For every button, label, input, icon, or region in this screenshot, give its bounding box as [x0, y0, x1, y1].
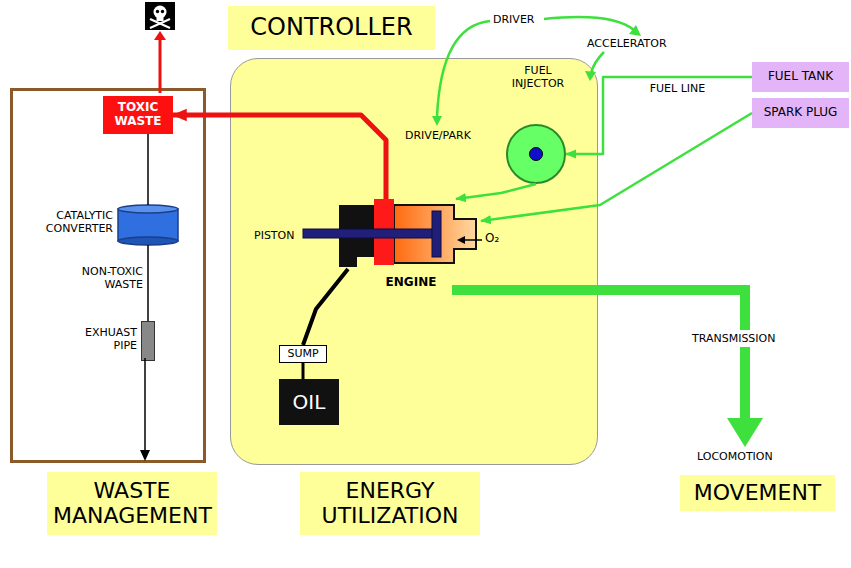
converter-shape	[118, 205, 178, 245]
text-label: TRANSMISSION	[690, 330, 777, 347]
section-label: WASTE MANAGEMENT	[47, 472, 217, 535]
section-label: MOVEMENT	[680, 475, 835, 511]
sump-box: SUMP	[279, 345, 327, 363]
oxygen-arrow-head	[457, 236, 465, 244]
injector-nozzle	[529, 147, 543, 161]
oil-box: OIL	[279, 379, 339, 425]
toxic-waste-box: TOXIC WASTE	[103, 96, 173, 134]
connector	[147, 245, 149, 321]
text-label: LOCOMOTION	[697, 450, 773, 463]
text-label: PISTON	[254, 229, 294, 242]
piston-rod	[303, 229, 435, 238]
toxic-release-arrow	[154, 31, 166, 93]
engine-tab	[339, 255, 357, 267]
skull-jaw	[157, 16, 164, 21]
energy-region: DRIVE/PARK FUEL INJECTOR ENGINE SUMP OIL	[230, 58, 598, 465]
node-label: OIL	[293, 391, 326, 414]
node-label: WASTE MANAGEMENT	[53, 478, 211, 529]
arrow-head	[727, 418, 763, 447]
engine-drawing	[336, 199, 481, 269]
node-label: CONTROLLER	[250, 14, 412, 42]
node-label: TOXIC WASTE	[107, 101, 169, 129]
node-label: MOVEMENT	[694, 480, 822, 505]
arrow-head	[140, 450, 150, 461]
section-label: ENERGY UTILIZATION	[300, 472, 480, 535]
arrow-head	[154, 31, 166, 40]
converter-body	[118, 209, 178, 241]
node-label: ENERGY UTILIZATION	[306, 478, 474, 529]
arrow-head	[629, 25, 641, 36]
converter-end	[118, 237, 178, 245]
text-label: O₂	[485, 231, 499, 245]
exhaust-pipe: EXHUAST PIPE	[141, 321, 155, 361]
node-label: FUEL TANK	[768, 70, 833, 84]
skull-eye	[161, 10, 164, 13]
node-label: SUMP	[287, 348, 318, 361]
exhaust-outlet-arrow	[140, 358, 150, 461]
fuel-tank-box: FUEL TANK	[752, 62, 849, 92]
text-label: DRIVER	[493, 13, 534, 26]
connector	[302, 363, 305, 379]
engine: ENGINE	[336, 199, 481, 269]
node-label: EXHUAST PIPE	[74, 326, 137, 352]
skull-eye	[156, 10, 159, 13]
oxygen-arrow	[464, 239, 482, 241]
node-label: SPARK PLUG	[764, 106, 838, 120]
connector-label: FUEL LINE	[650, 82, 706, 95]
skull-icon	[145, 2, 175, 30]
skull-flag	[145, 2, 175, 30]
node-label: DRIVE/PARK	[405, 129, 495, 142]
fuel-injector: FUEL INJECTOR	[506, 124, 566, 184]
node-label: ENGINE	[369, 275, 453, 289]
spark-plug-box: SPARK PLUG	[752, 98, 849, 128]
node-label: NON-TOXIC WASTE	[65, 265, 143, 291]
connector	[147, 134, 149, 205]
arrow-line	[544, 17, 634, 30]
node-label: FUEL INJECTOR	[500, 64, 576, 90]
arrow-line	[144, 358, 146, 452]
node-label: CATALYTIC CONVERTER	[33, 209, 113, 235]
catalytic-converter: CATALYTIC CONVERTER	[118, 205, 178, 245]
arrow-line	[159, 38, 162, 93]
controller-label: CONTROLLER	[228, 6, 435, 50]
text-label: ACCELERATOR	[587, 37, 667, 50]
arrow-line	[591, 52, 604, 73]
piston-head	[432, 211, 441, 257]
converter-end	[118, 205, 178, 213]
waste-region: NON-TOXIC WASTE TOXIC WASTE CATALYTIC CONV…	[10, 88, 206, 463]
